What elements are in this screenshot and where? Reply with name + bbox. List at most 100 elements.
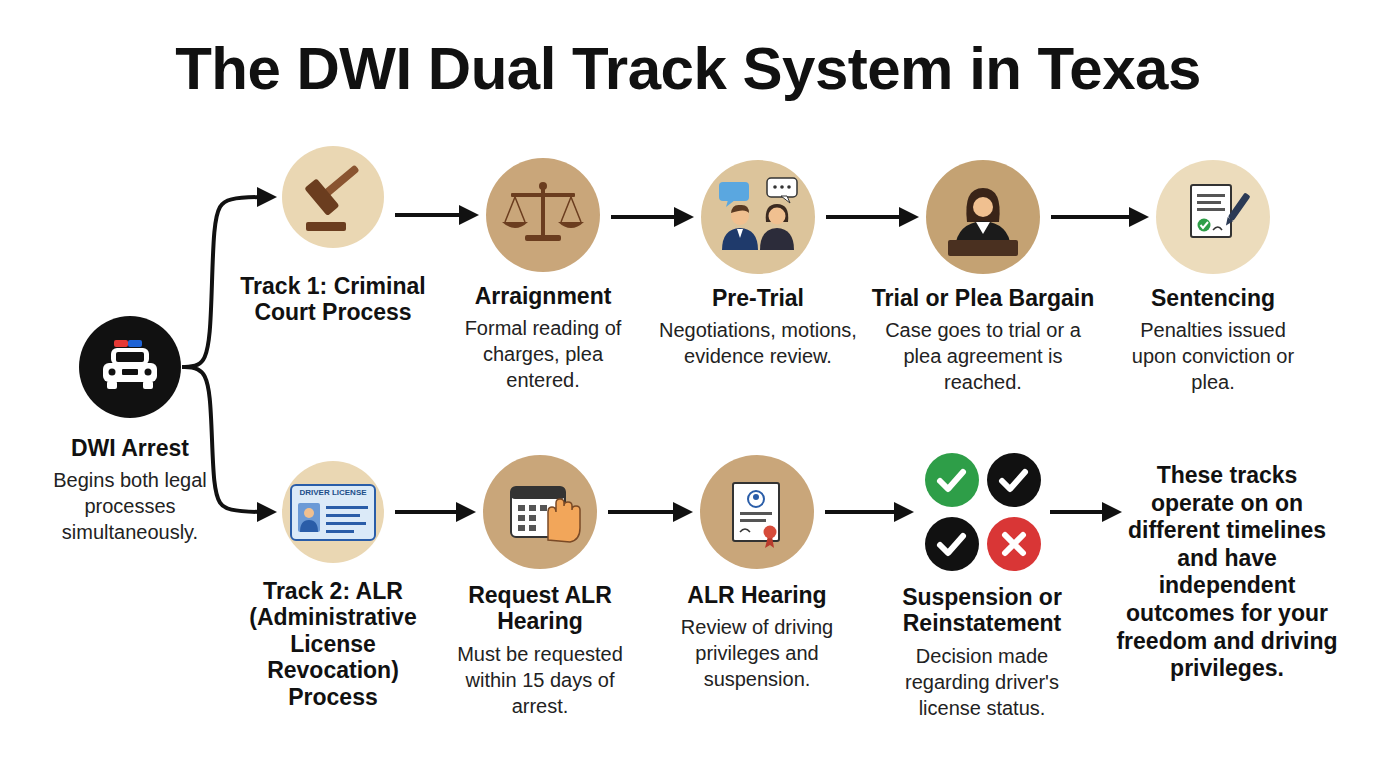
step-circle [79, 316, 181, 418]
police-car-icon [103, 340, 157, 389]
car-windshield [116, 352, 144, 362]
node-description: Penalties issued upon conviction or plea… [1123, 317, 1303, 395]
node-description: Begins both legal processes simultaneous… [35, 467, 225, 545]
seal-ribbon [765, 536, 774, 548]
text-line [740, 512, 772, 515]
step-circle [483, 455, 597, 569]
siren-red [114, 340, 128, 347]
node-text-group: Track 1: Criminal Court Process [228, 273, 438, 326]
node-text-group: Pre-TrialNegotiations, motions, evidence… [658, 285, 858, 369]
car-wheel [107, 381, 117, 389]
node-description: Review of driving privileges and suspens… [662, 614, 852, 692]
calendar-day [540, 505, 547, 511]
step-circle [1156, 160, 1270, 274]
flow-arrow [608, 510, 689, 514]
speech-dot [780, 185, 784, 189]
profile-ring [748, 491, 764, 507]
photo-head [304, 508, 314, 518]
calendar-icon [511, 487, 580, 542]
node-text-group: Trial or Plea BargainCase goes to trial … [848, 285, 1118, 395]
seal [764, 526, 777, 539]
raised-hand [548, 499, 580, 542]
calendar-day [518, 525, 525, 531]
car-body [103, 363, 157, 382]
node-description: Formal reading of charges, plea entered. [448, 315, 638, 393]
speech-bubble [719, 182, 749, 201]
text-line [1197, 201, 1221, 204]
check-glyph [940, 536, 963, 553]
paper-sheet [1191, 185, 1231, 237]
outcome-circle [987, 453, 1041, 507]
scale-base [525, 235, 561, 241]
cross-glyph [1005, 535, 1023, 553]
check-glyph [1201, 222, 1209, 228]
step-node: Trial or Plea BargainCase goes to trial … [925, 159, 1041, 275]
outcome-circle [925, 453, 979, 507]
node-shape [482, 454, 598, 570]
judge-collar [976, 222, 990, 234]
node-shape [281, 460, 385, 564]
node-heading: ALR Hearing [657, 582, 857, 608]
step-circle [486, 158, 600, 272]
gavel-handle [322, 165, 359, 198]
gavel-tool [304, 154, 369, 216]
person-collar [737, 229, 743, 238]
step-node: DWI ArrestBegins both legal processes si… [78, 315, 182, 419]
speech-bubble [767, 178, 797, 197]
car-grille [122, 369, 138, 375]
scale-pan [558, 222, 584, 228]
step-node: Track 1: Criminal Court Process [281, 145, 385, 249]
step-circle [700, 455, 814, 569]
flow-arrow [1051, 215, 1145, 219]
card-line [326, 514, 360, 517]
scale-pillar [541, 188, 545, 236]
calendar-day [518, 515, 525, 521]
person-suit [760, 228, 794, 250]
negotiation-icon [719, 178, 797, 250]
profile-head [753, 494, 759, 500]
text-line [1197, 194, 1225, 197]
outcome-circle [987, 517, 1041, 571]
step-node: Pre-TrialNegotiations, motions, evidence… [700, 159, 816, 275]
certificate-sheet [733, 483, 779, 541]
text-line [740, 519, 766, 522]
outcome-circle [925, 517, 979, 571]
step-node: Track 2: ALR (Administrative License Rev… [281, 460, 385, 564]
node-heading: Track 2: ALR (Administrative License Rev… [228, 578, 438, 710]
node-shape [920, 450, 1044, 574]
node-shape [700, 159, 816, 275]
flow-arrow [395, 510, 472, 514]
node-text-group: ALR HearingReview of driving privileges … [657, 582, 857, 692]
calendar-day [529, 525, 536, 531]
node-shape [925, 159, 1041, 275]
flow-arrow [395, 213, 475, 217]
node-heading: Arraignment [443, 283, 643, 309]
pen-body [1228, 192, 1251, 221]
node-heading: Track 1: Criminal Court Process [228, 273, 438, 326]
document-icon [1191, 185, 1251, 237]
node-description: Case goes to trial or a plea agreement i… [883, 317, 1083, 395]
siren-blue [128, 340, 142, 347]
gavel-icon [304, 154, 369, 231]
speech-tail [781, 196, 790, 203]
node-heading: Trial or Plea Bargain [848, 285, 1118, 311]
scale-knob [539, 182, 547, 190]
flow-arrow [825, 510, 910, 514]
scale-pan [502, 222, 528, 228]
step-node: ALR HearingReview of driving privileges … [699, 454, 815, 570]
card-body [291, 485, 375, 540]
summary-note: These tracks operate on on different tim… [1112, 462, 1342, 683]
node-text-group: ArraignmentFormal reading of charges, pl… [443, 283, 643, 393]
scales-icon [502, 182, 584, 241]
text-line [1197, 208, 1225, 211]
photo-shoulders [300, 520, 318, 532]
step-circle [701, 160, 815, 274]
node-heading: Sentencing [1113, 285, 1313, 311]
judge-hair [966, 188, 999, 222]
step-circle [282, 461, 384, 563]
scale-beam [511, 193, 575, 197]
card-line [326, 530, 354, 533]
step-node: Request ALR HearingMust be requested wit… [482, 454, 598, 570]
